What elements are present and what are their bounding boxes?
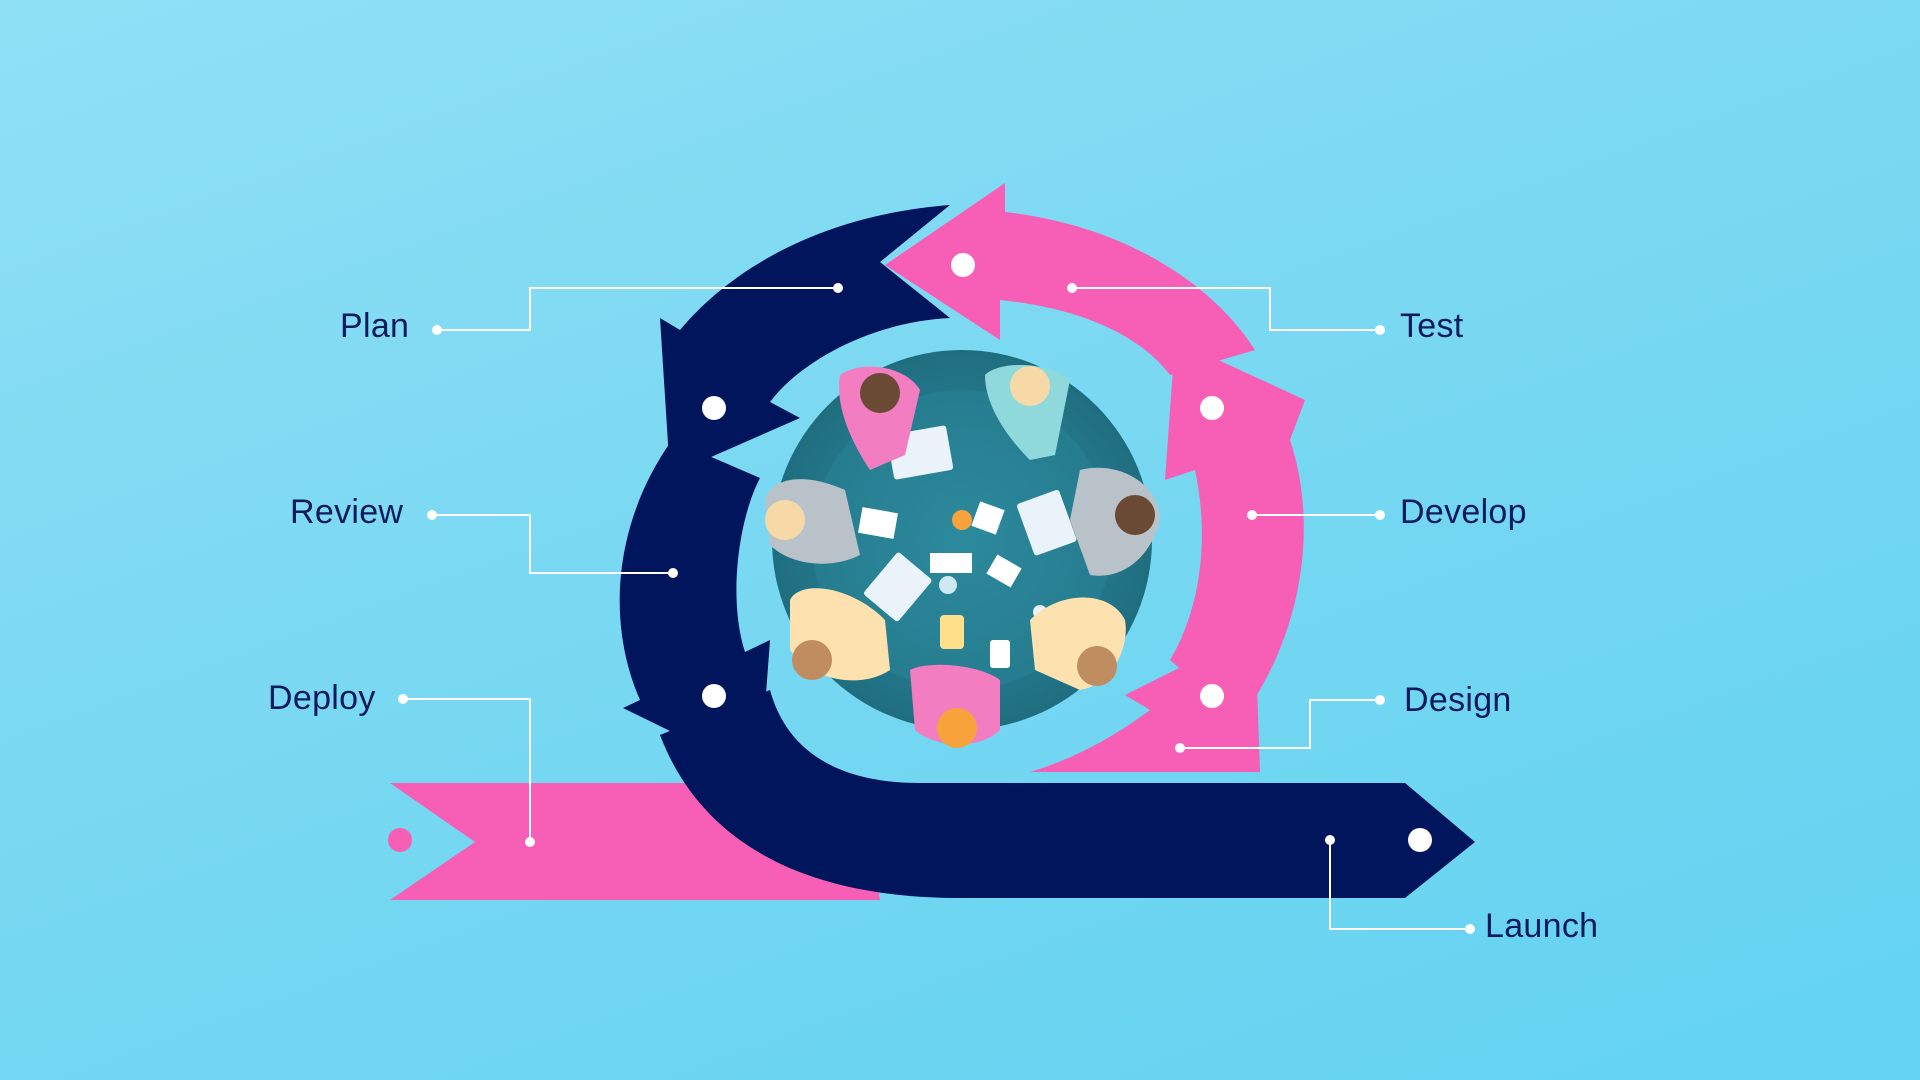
connector-dot — [1375, 510, 1385, 520]
connector-dot — [1325, 835, 1335, 845]
stage-label-plan: Plan — [340, 307, 410, 345]
connector-test — [1072, 287, 1380, 331]
cycle-arrow-bottom-right — [1030, 630, 1260, 772]
connector-plan — [437, 287, 838, 331]
connector-dot — [432, 325, 442, 335]
cycle-arrow-left — [619, 440, 770, 775]
cycle-arrow-right — [1165, 340, 1305, 720]
stage-label-review: Review — [290, 493, 404, 531]
stage-label-develop: Develop — [1400, 493, 1527, 531]
connector-dot — [1375, 325, 1385, 335]
connector-dot — [427, 510, 437, 520]
stage-label-launch: Launch — [1485, 907, 1599, 945]
connector-dot — [525, 837, 535, 847]
cycle-arrow-top-left — [660, 205, 950, 475]
connector-review — [432, 514, 673, 574]
connector-dot — [1247, 510, 1257, 520]
cycle-arrow-top-right — [885, 183, 1255, 375]
cycle-dot-develop — [1200, 396, 1224, 420]
start-ribbon-dot — [388, 828, 412, 852]
stage-label-design: Design — [1404, 681, 1512, 719]
stage-label-deploy: Deploy — [268, 679, 376, 717]
cycle-dot-deploy — [702, 684, 726, 708]
launch-arrow — [660, 690, 1475, 898]
connector-dot — [1067, 283, 1077, 293]
connector-dot — [668, 568, 678, 578]
connector-dot — [1375, 695, 1385, 705]
connector-dot — [1465, 924, 1475, 934]
cycle-dot-plan — [702, 396, 726, 420]
launch-arrow-dot — [1408, 828, 1432, 852]
team-meeting-illustration — [765, 350, 1160, 748]
connector-deploy — [403, 698, 531, 842]
connector-dot — [398, 694, 408, 704]
connector-launch — [1329, 840, 1470, 930]
connector-design — [1180, 699, 1380, 749]
cycle-dot-design — [1200, 684, 1224, 708]
cycle-dot-top — [951, 253, 975, 277]
connector-dot — [833, 283, 843, 293]
connector-dot — [1175, 743, 1185, 753]
stage-label-test: Test — [1400, 307, 1464, 345]
